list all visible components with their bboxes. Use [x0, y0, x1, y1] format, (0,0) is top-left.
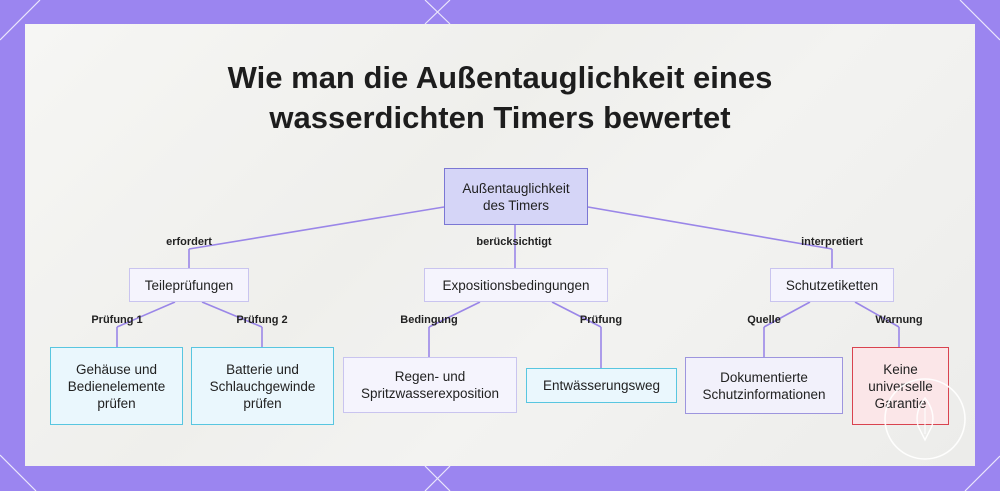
node-teilepruefungen-text: Teileprüfungen [144, 277, 234, 293]
node-batterie-pruefen: Batterie und Schlauchgewinde prüfen [191, 347, 334, 425]
node-gehaeuse-pruefen: Gehäuse und Bedienelemente prüfen [50, 347, 183, 425]
node-entwaesserungsweg-text: Entwässerungsweg [542, 378, 661, 393]
node-root: Außentauglichkeit des Timers [444, 168, 588, 225]
edge-label-erfordert: erfordert [166, 236, 212, 248]
title-line-2: wasserdichten Timers bewertet [269, 100, 731, 135]
node-teilepruefungen: Teileprüfungen [129, 268, 249, 302]
edge-label-pruefung: Prüfung [579, 314, 623, 326]
node-dokumentierte-schutzinformationen: Dokumentierte Schutzinformationen [685, 357, 843, 414]
edge-label-warnung: Warnung [875, 314, 923, 326]
edge-label-interpretiert: interpretiert [801, 236, 863, 248]
node-regen-exposition-text: Regen- und Spritzwasserexposition [360, 369, 500, 401]
node-gehaeuse-pruefen-text: Gehäuse und Bedienelemente prüfen [67, 361, 166, 411]
node-schutzetiketten-text: Schutzetiketten [785, 277, 879, 293]
edge-label-pruefung-2: Prüfung 2 [236, 314, 288, 326]
edge-label-quelle: Quelle [747, 314, 781, 326]
node-expositionsbedingungen: Expositionsbedingungen [424, 268, 608, 302]
edge-label-beruecksichtigt: berücksichtigt [476, 236, 552, 248]
watermark-logo-icon [884, 378, 966, 460]
node-entwaesserungsweg: Entwässerungsweg [526, 368, 677, 403]
edge-label-pruefung-1: Prüfung 1 [91, 314, 143, 326]
node-schutzetiketten: Schutzetiketten [770, 268, 894, 302]
node-dokumentierte-schutzinformationen-text: Dokumentierte Schutzinformationen [702, 369, 826, 402]
node-regen-exposition: Regen- und Spritzwasserexposition [343, 357, 517, 413]
node-expositionsbedingungen-text: Expositionsbedingungen [442, 277, 590, 293]
node-batterie-pruefen-text: Batterie und Schlauchgewinde prüfen [209, 361, 316, 411]
title-line-1: Wie man die Außentauglichkeit eines [227, 60, 773, 95]
node-root-text: Außentauglichkeit des Timers [462, 180, 570, 213]
page-title: Wie man die Außentauglichkeit eines wass… [150, 58, 850, 138]
edge-label-bedingung: Bedingung [400, 314, 458, 326]
